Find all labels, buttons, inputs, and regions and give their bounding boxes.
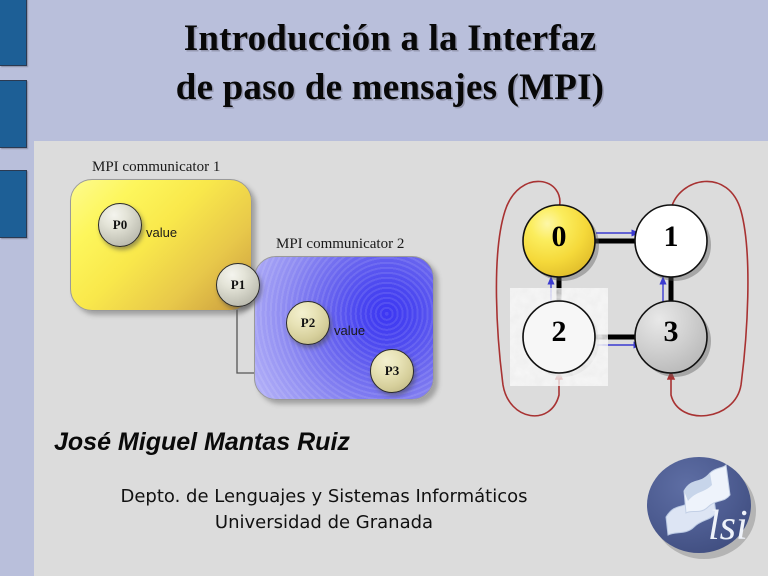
author-name: José Miguel Mantas Ruiz bbox=[54, 428, 350, 456]
value-label-comm2: value bbox=[334, 323, 366, 338]
ring-node-0 bbox=[522, 204, 596, 278]
logo-flag-fold bbox=[684, 473, 712, 501]
process-node-p0: P0 bbox=[98, 203, 142, 247]
lsi-logo: lsi bbox=[647, 457, 756, 559]
communicator-1-label: MPI communicator 1 bbox=[92, 159, 221, 175]
logo-text: lsi bbox=[708, 503, 748, 549]
title-line-1: Introducción a la Interfaz bbox=[183, 18, 597, 59]
ring-node-1 bbox=[634, 204, 708, 278]
title-line-2: de paso de mensajes (MPI) bbox=[175, 67, 605, 109]
ring-node-label-2: 2 bbox=[551, 315, 567, 348]
ring-node-3 bbox=[634, 300, 708, 374]
accent-bar-top bbox=[0, 0, 27, 66]
communicator-2-label: MPI communicator 2 bbox=[276, 236, 405, 252]
ring-node-label-1: 1 bbox=[663, 220, 679, 253]
ring-graph-diagram: 0 1 2 3 bbox=[489, 159, 759, 444]
affiliation-line-1: Depto. de Lenguajes y Sistemas Informáti… bbox=[120, 486, 528, 507]
wrap-edge-right bbox=[666, 180, 749, 417]
process-node-p2: P2 bbox=[286, 301, 330, 345]
ring-node-label-3: 3 bbox=[663, 315, 679, 348]
process-node-p1: P1 bbox=[216, 263, 260, 307]
ring-node-2-texture bbox=[524, 302, 594, 372]
content-panel: MPI communicator 1 MPI communicator 2 P0… bbox=[34, 141, 768, 576]
accent-bar-middle bbox=[0, 80, 27, 148]
ring-node-2-outline bbox=[522, 300, 596, 374]
value-label-comm1: value bbox=[146, 225, 178, 240]
ring-node-label-0: 0 bbox=[551, 220, 567, 253]
affiliation-block: Depto. de Lenguajes y Sistemas Informáti… bbox=[54, 484, 594, 536]
ring-graph-svg bbox=[495, 180, 749, 417]
affiliation-line-2: Universidad de Granada bbox=[214, 512, 434, 534]
process-node-p3: P3 bbox=[370, 349, 414, 393]
slide-title: Introducción a la Interfaz de paso de me… bbox=[34, 14, 746, 112]
mpi-communicator-diagram: MPI communicator 1 MPI communicator 2 P0… bbox=[34, 141, 464, 441]
wrap-edge-left bbox=[495, 180, 564, 417]
accent-bar-bottom bbox=[0, 170, 27, 238]
